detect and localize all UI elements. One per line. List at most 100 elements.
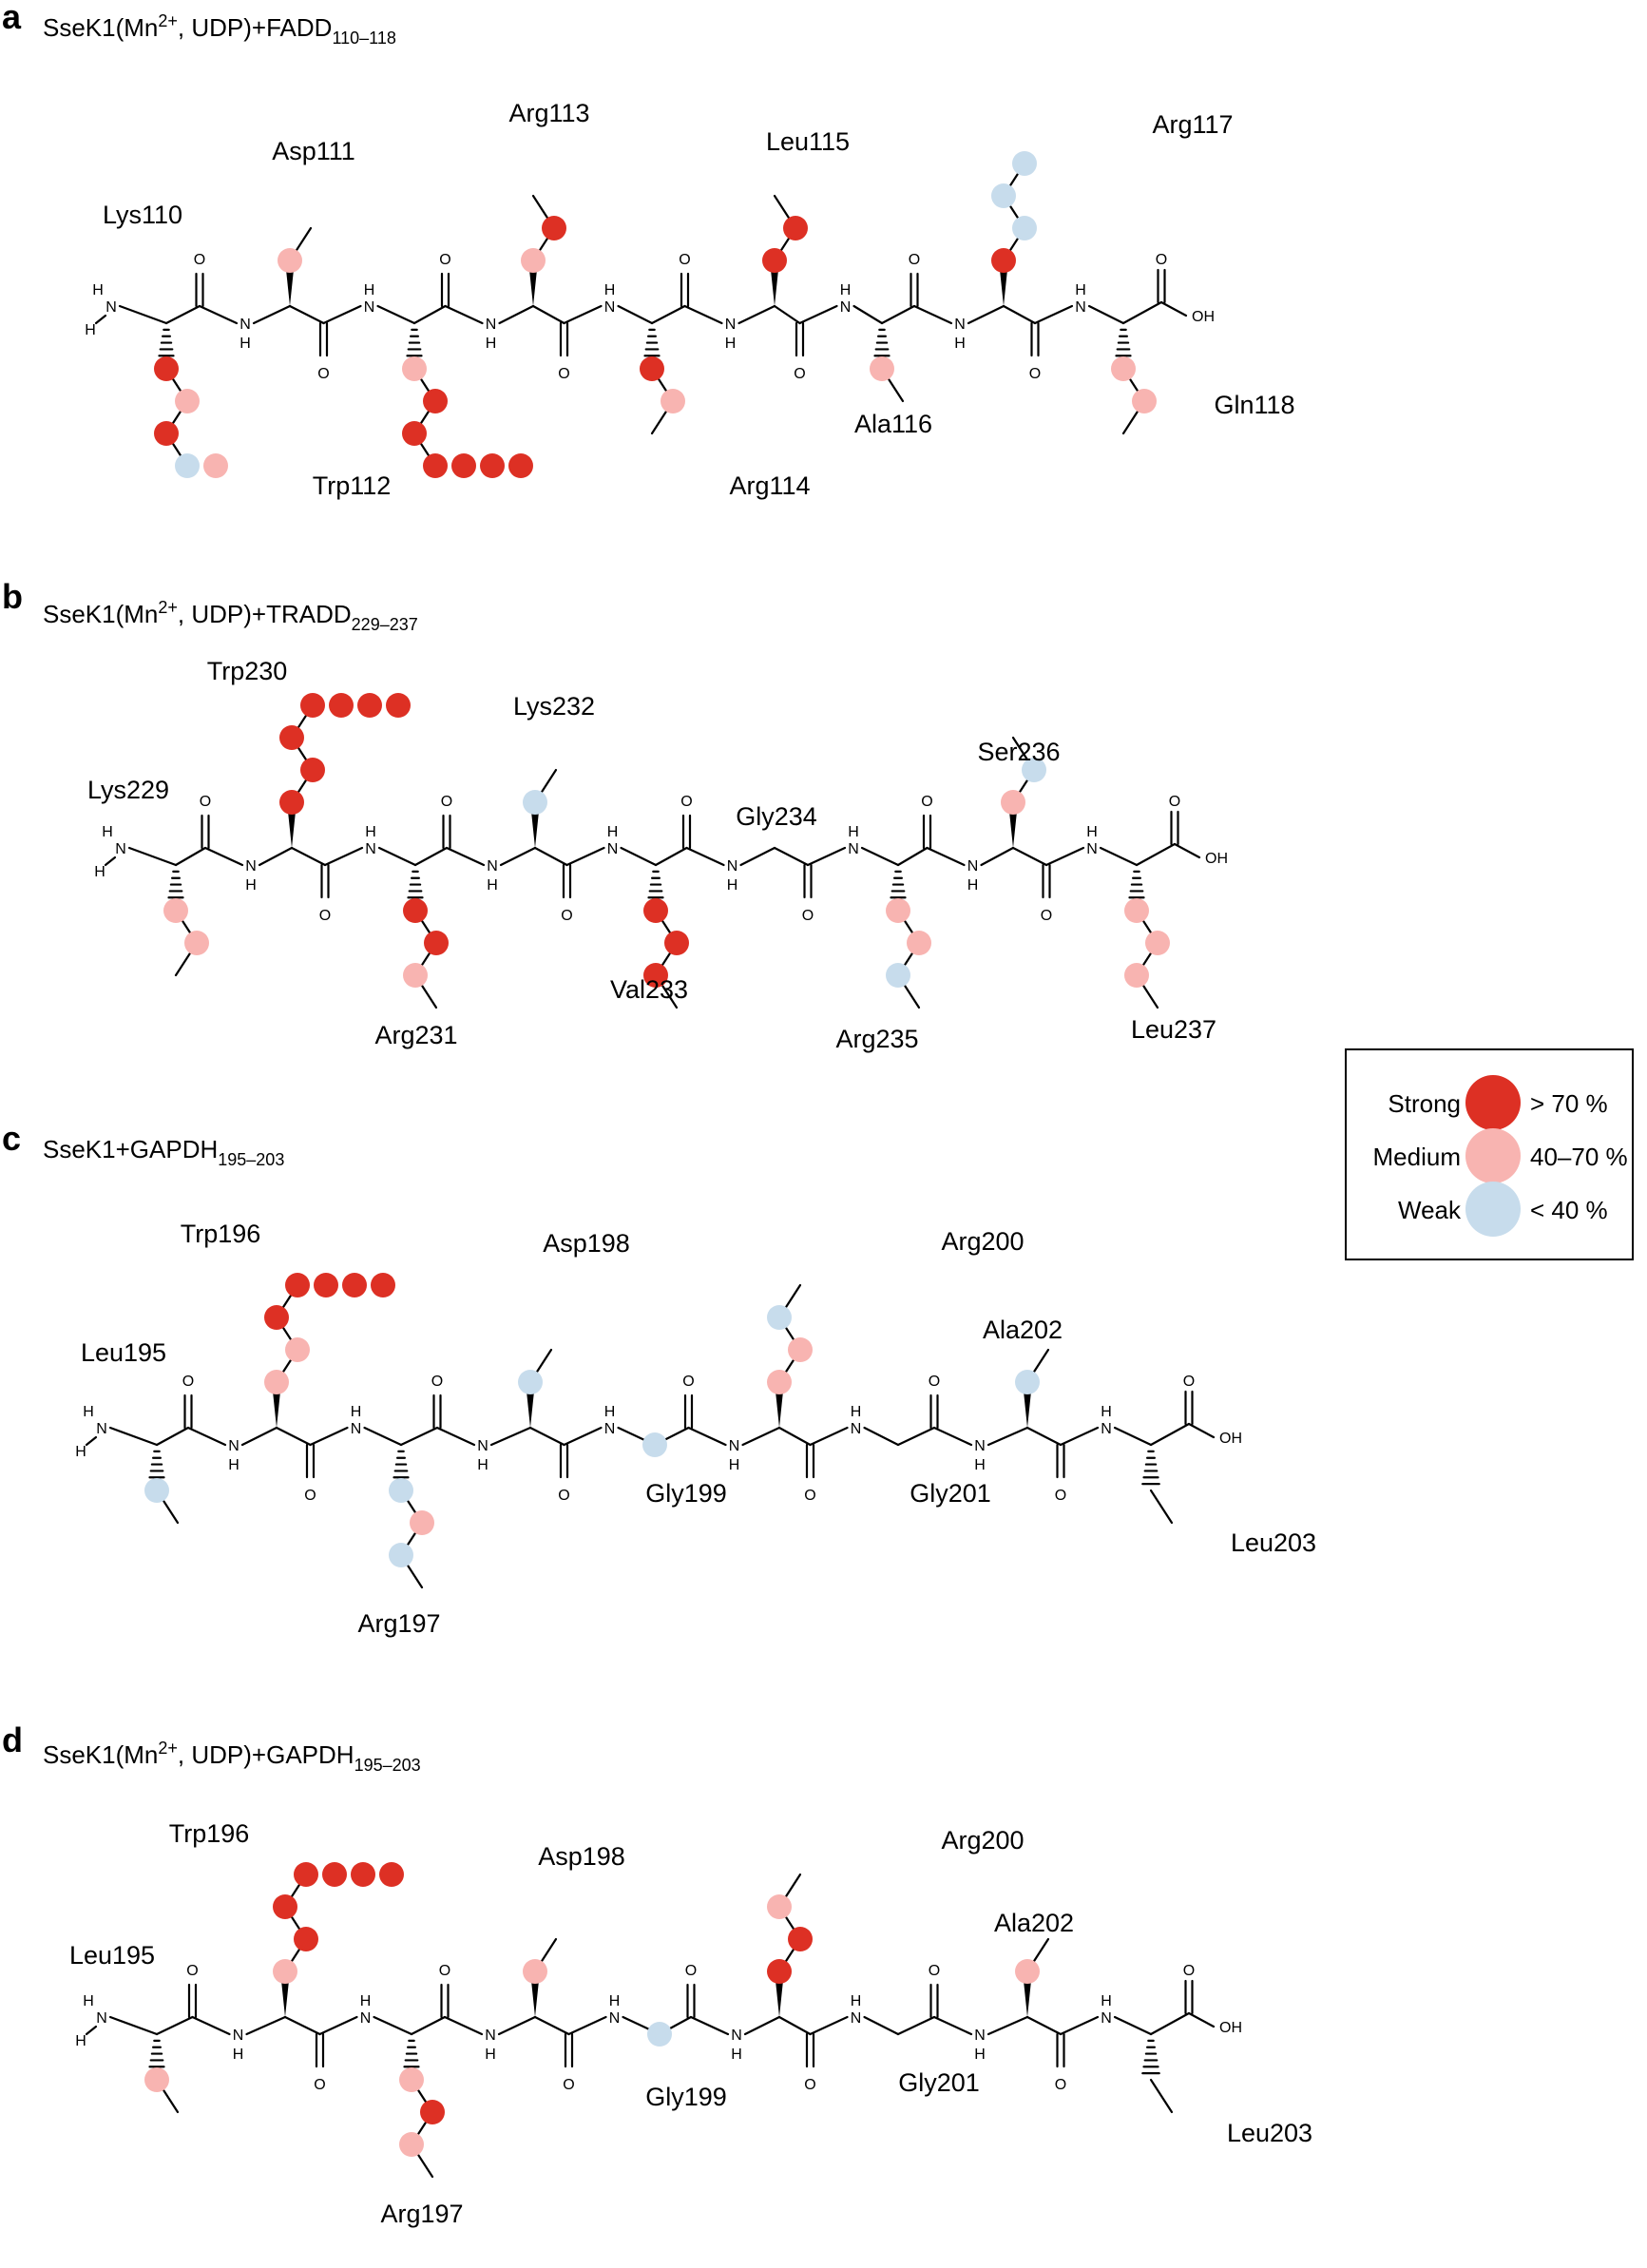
nitrogen-atom: N [486,317,497,333]
oxygen-atom: O [1183,1963,1195,1979]
panel-letter: a [2,0,22,36]
contact-dot-strong [264,1305,289,1330]
bond [1002,304,1037,325]
bond [373,2015,413,2036]
hashed-bond [166,870,185,906]
hydrogen-atom: H [487,877,498,894]
contact-dot-medium [1001,790,1025,815]
bond [410,2015,447,2036]
nitrogen-atom: N [96,1421,107,1437]
bond [567,2015,607,2036]
contact-dot-strong [342,1273,367,1297]
contact-dot-strong [664,931,689,955]
contact-dot-weak [389,1478,413,1503]
bond [563,304,603,325]
bond [1025,2015,1063,2036]
contact-dot-strong [351,1862,375,1887]
legend-range-weak: < 40 % [1530,1196,1608,1224]
nitrogen-atom: N [233,2028,244,2044]
bond [203,846,244,867]
hashed-bond [1141,2039,1160,2075]
hydrogen-atom: H [364,282,375,298]
residue-label-asp198: Asp198 [543,1229,630,1258]
bond [620,846,658,867]
bond [191,2015,231,2036]
oxygen-atom: O [558,366,569,382]
bond [275,1426,312,1447]
residue-label-gly201: Gly201 [898,2068,980,2097]
nitrogen-atom: N [727,858,738,875]
hydrogen-atom: H [1086,824,1098,840]
bond [773,304,801,325]
oxygen-atom: O [304,1488,316,1504]
title-part: 2+ [158,598,178,617]
contact-dot-medium [661,389,685,413]
residue-label-leu115: Leu115 [766,127,850,156]
hydrogen-atom: H [1101,1404,1112,1420]
bond [565,846,605,867]
legend-row-weak: Weak < 40 % [1347,1181,1632,1238]
contact-dot-strong [403,898,428,923]
contact-dot-weak [1012,216,1037,240]
contact-dot-medium [523,1959,547,1984]
residue-label-trp196: Trp196 [181,1220,261,1248]
hydrogen-atom: H [477,1457,488,1473]
residue-label-arg235: Arg235 [835,1025,918,1053]
bond [531,304,565,325]
contact-dot-medium [403,963,428,988]
title-part: 195–203 [354,1756,421,1775]
contact-dot-weak [389,1543,413,1567]
oxygen-atom: O [314,2077,325,2093]
legend-range-medium: 40–70 % [1530,1143,1628,1171]
legend-row-medium: Medium 40–70 % [1347,1127,1632,1184]
bond [489,1426,532,1447]
bond [741,1426,781,1447]
contact-dot-medium [175,389,200,413]
nitrogen-atom: N [609,2010,621,2027]
oxygen-atom: O [680,794,692,810]
contact-dot-strong [480,453,505,478]
bond [164,304,201,325]
oxygen-atom: O [804,1488,815,1504]
residue-label-ala202: Ala202 [994,1909,1074,1937]
panel-title: SseK1(Mn2+, UDP)+GAPDH195–203 [43,1739,421,1775]
bond [1059,1426,1100,1447]
bond [863,2015,900,2036]
oxygen-atom: O [1041,908,1052,924]
bond [1187,2011,1216,2028]
bond [773,846,810,867]
contact-dot-strong [643,963,668,988]
contact-dot-strong [294,1927,318,1951]
oxygen-atom: O [804,2077,815,2093]
residue-label-trp196: Trp196 [169,1819,250,1848]
bond [377,846,417,867]
nitrogen-atom: N [1086,841,1098,857]
bond [1187,1422,1216,1439]
contact-dot-strong [762,248,787,273]
bond [880,304,916,325]
hydrogen-atom: H [1075,282,1086,298]
oxygen-atom: O [679,252,690,268]
hydrogen-atom: H [83,1993,94,2009]
hydrogen-atom: H [609,1993,621,2009]
contact-dot-medium [203,453,228,478]
oxygen-atom: O [317,366,329,382]
hydrogen-atom: H [102,824,113,840]
nitrogen-atom: N [1101,2010,1112,2027]
bond [1044,846,1085,867]
oxygen-atom: O [802,908,814,924]
bond [533,846,568,867]
hydrogen-atom: H [604,282,616,298]
title-part: SseK1+GAPDH [43,1135,218,1163]
contact-dot-strong [386,693,411,718]
contact-dot-strong [294,1862,318,1887]
bond [896,2015,936,2036]
contact-dot-strong [542,216,566,240]
bond [809,2015,849,2036]
contact-dot-strong [357,693,382,718]
oxygen-atom: O [794,366,805,382]
nitrogen-atom: N [725,317,737,333]
bond [443,2015,484,2036]
hydrogen-atom: H [848,824,859,840]
